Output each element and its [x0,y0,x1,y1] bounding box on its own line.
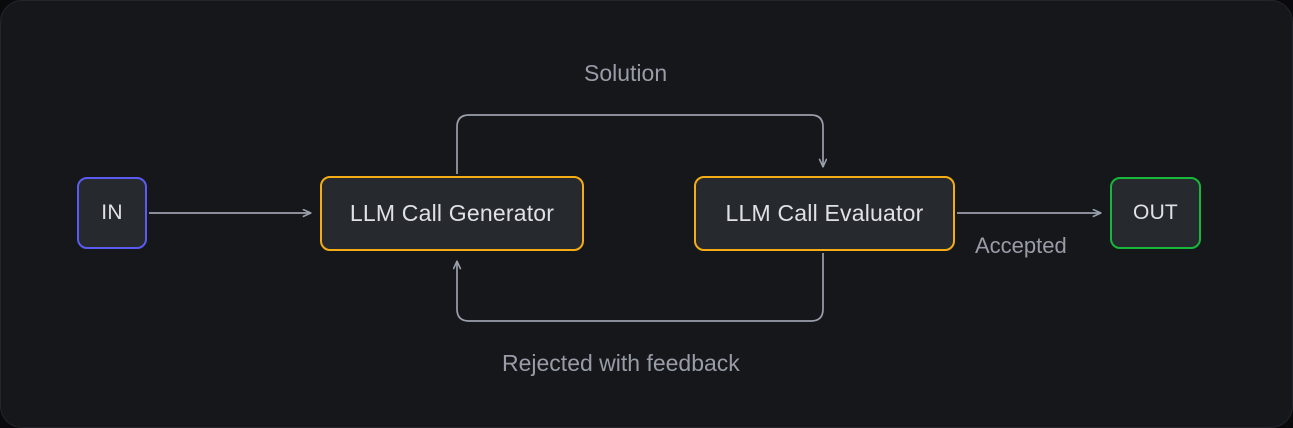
edge-generator-to-evaluator [456,114,823,174]
node-evaluator-label: LLM Call Evaluator [725,200,924,226]
node-in-label: IN [101,201,123,224]
node-in[interactable]: IN [77,177,147,249]
edge-label-solution: Solution [584,60,668,86]
node-llm-call-evaluator[interactable]: LLM Call Evaluator [694,176,955,251]
edge-label-rejected-with-feedback: Rejected with feedback [502,350,740,376]
node-out[interactable]: OUT [1110,177,1201,249]
edge-evaluator-to-generator [457,253,824,322]
node-out-label: OUT [1133,201,1178,224]
node-generator-label: LLM Call Generator [349,200,555,226]
edge-label-accepted: Accepted [975,233,1067,258]
node-llm-call-generator[interactable]: LLM Call Generator [320,176,584,251]
